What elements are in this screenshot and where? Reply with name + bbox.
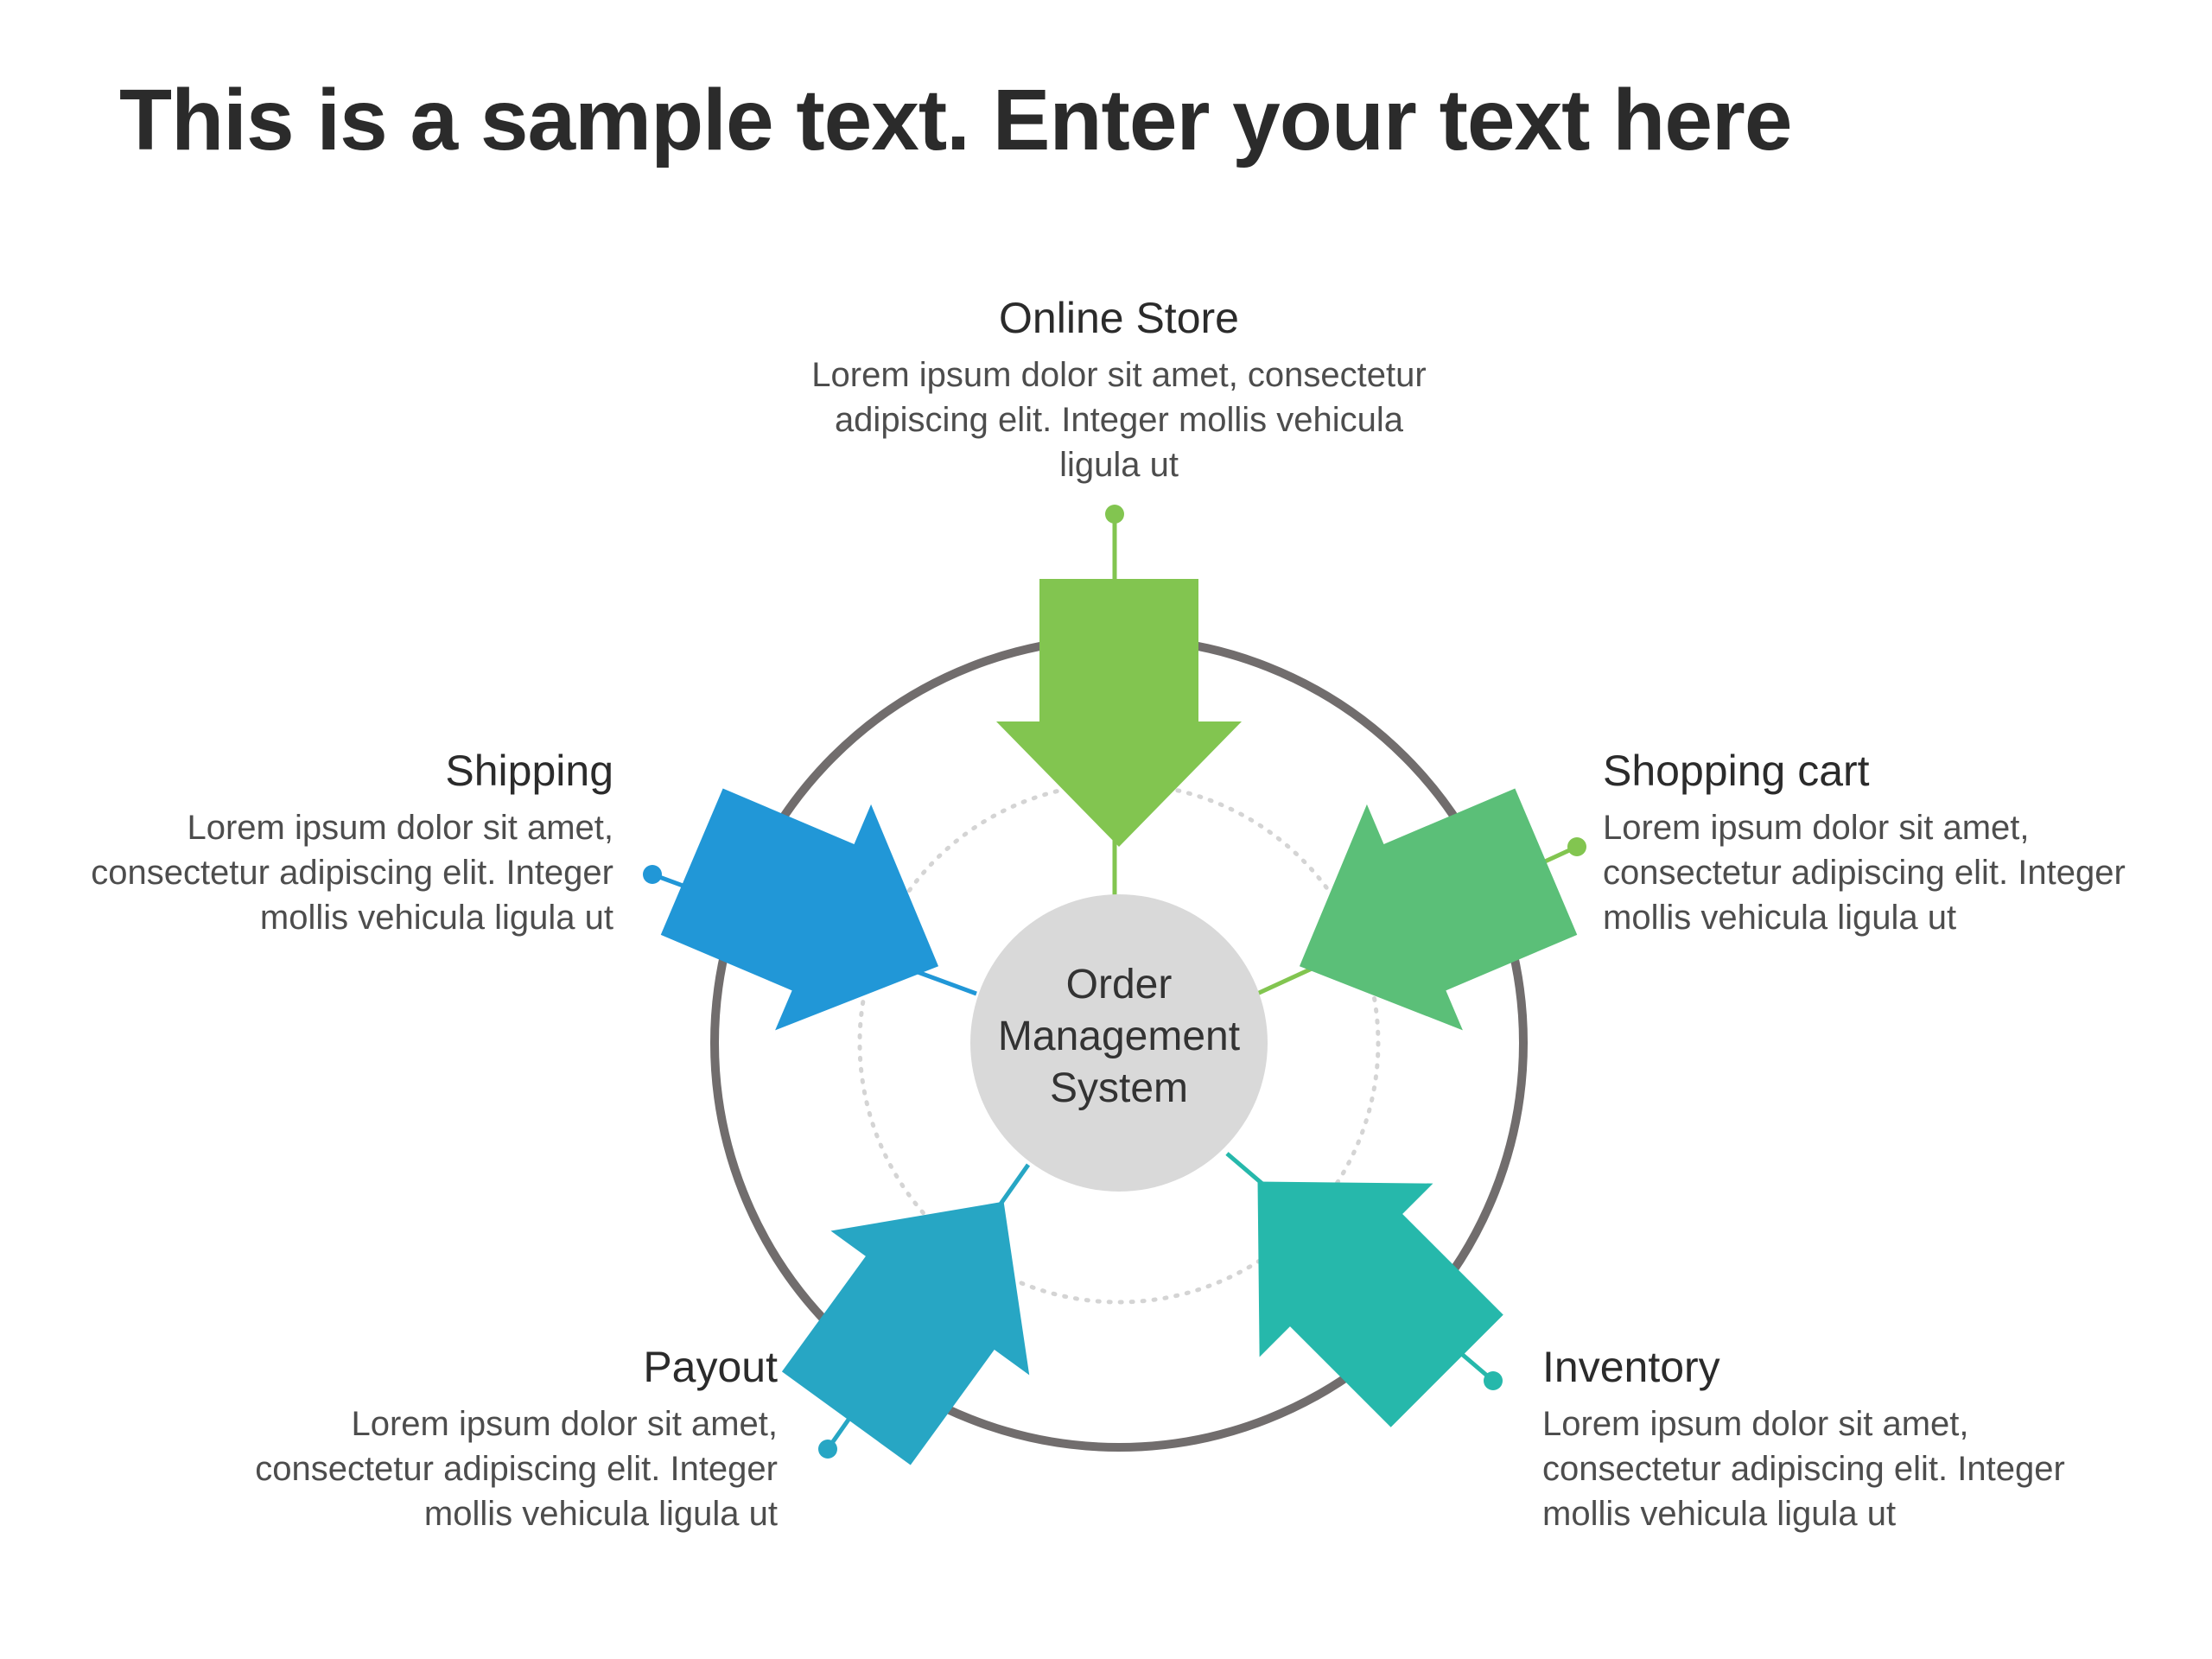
arrow-payout bbox=[747, 1129, 1103, 1491]
page-title: This is a sample text. Enter your text h… bbox=[119, 72, 1792, 168]
block-shopping-cart: Shopping cart Lorem ipsum dolor sit amet… bbox=[1603, 745, 2156, 940]
arrow-inventory bbox=[1171, 1095, 1535, 1459]
hub-line: System bbox=[1049, 1065, 1189, 1111]
inventory-body: Lorem ipsum dolor sit amet, consectetur … bbox=[1542, 1405, 2065, 1533]
block-shipping: Shipping Lorem ipsum dolor sit amet, con… bbox=[60, 745, 613, 940]
shipping-body: Lorem ipsum dolor sit amet, consectetur … bbox=[91, 809, 613, 937]
connector-dots bbox=[643, 505, 1586, 1459]
arrow-online-store bbox=[996, 579, 1242, 847]
payout-body: Lorem ipsum dolor sit amet, consectetur … bbox=[255, 1405, 778, 1533]
dot-shipping bbox=[643, 865, 662, 884]
block-online-store: Online Store Lorem ipsum dolor sit amet,… bbox=[791, 292, 1447, 487]
block-payout: Payout Lorem ipsum dolor sit amet, conse… bbox=[225, 1341, 778, 1536]
dot-payout bbox=[818, 1440, 837, 1459]
dot-shopping-cart bbox=[1567, 837, 1586, 856]
arrow-shipping bbox=[644, 748, 987, 1080]
online-store-heading: Online Store bbox=[999, 294, 1239, 342]
hub-circle bbox=[970, 894, 1268, 1192]
shopping-cart-body: Lorem ipsum dolor sit amet, consectetur … bbox=[1603, 809, 2126, 937]
shopping-cart-heading: Shopping cart bbox=[1603, 747, 1870, 795]
shipping-heading: Shipping bbox=[445, 747, 613, 795]
arrow-shopping-cart bbox=[1251, 748, 1594, 1080]
hub-label: Order Management System bbox=[946, 959, 1292, 1115]
block-inventory: Inventory Lorem ipsum dolor sit amet, co… bbox=[1542, 1341, 2095, 1536]
inner-dotted-ring bbox=[857, 781, 1381, 1305]
payout-heading: Payout bbox=[643, 1343, 778, 1391]
dot-online-store bbox=[1105, 505, 1124, 524]
inventory-heading: Inventory bbox=[1542, 1343, 1720, 1391]
hub-line: Order bbox=[1065, 962, 1173, 1007]
dot-inventory bbox=[1484, 1371, 1503, 1390]
online-store-body: Lorem ipsum dolor sit amet, consectetur … bbox=[811, 356, 1427, 484]
hub-line: Management bbox=[997, 1014, 1241, 1059]
